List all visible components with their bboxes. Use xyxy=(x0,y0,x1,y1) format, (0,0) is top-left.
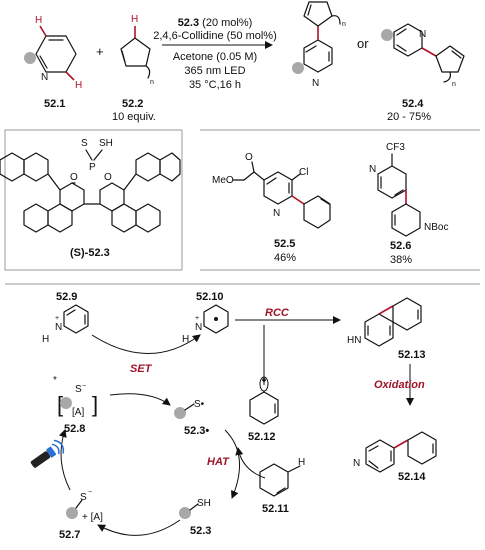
label-52-10: 52.10 xyxy=(196,291,224,303)
charge-minus: − xyxy=(88,489,92,496)
label-52-11: 52.11 xyxy=(262,503,289,515)
substituent-label: MeO xyxy=(212,175,234,186)
condition-solvent: Acetone (0.05 M) xyxy=(173,51,257,63)
atom-H: H xyxy=(75,80,82,91)
atom-H: H xyxy=(42,334,49,345)
cycle-arrow xyxy=(97,519,181,536)
atom-A: [A] xyxy=(72,407,84,418)
cycle-arrow xyxy=(109,393,171,406)
led-flashlight-icon xyxy=(30,439,65,468)
substituent-dot xyxy=(381,29,393,41)
catalyst-box xyxy=(4,129,183,271)
condition-temperature: 35 °C,16 h xyxy=(189,79,241,91)
atom-N: N xyxy=(273,208,280,219)
example-52-5: MeO O Cl N 52.5 46% xyxy=(212,152,331,264)
reaction-conditions: 52.3 (20 mol%) 2,4,6-Collidine (50 mol%)… xyxy=(153,17,277,91)
bracket: ] xyxy=(92,392,98,417)
label-52-7: 52.7 xyxy=(59,529,80,541)
catalyst-structure: S SH P O O (S)-52.3 xyxy=(0,138,181,259)
hat-arrow xyxy=(235,447,266,479)
or-text: or xyxy=(357,36,369,51)
condition-catalyst: 52.3 (20 mol%) xyxy=(178,17,253,29)
label-52-13: 52.13 xyxy=(398,349,426,361)
compound-label-52-1: 52.1 xyxy=(44,98,65,110)
atom-S: S xyxy=(80,492,87,503)
charge-plus: + xyxy=(55,315,59,322)
label-52-12: 52.12 xyxy=(248,431,276,443)
label-52-14: 52.14 xyxy=(398,471,426,483)
substituent-label: NBoc xyxy=(424,222,448,233)
yield-range: 20 - 75% xyxy=(387,111,431,123)
additive: + [A] xyxy=(82,512,103,523)
bracket: [ xyxy=(57,392,63,417)
cycle-arrow xyxy=(224,429,241,499)
compound-label-52-5: 52.5 xyxy=(274,238,295,250)
step-rcc: RCC xyxy=(265,307,290,319)
label-52-3-radical: 52.3• xyxy=(184,425,209,437)
condition-light: 365 nm LED xyxy=(184,65,245,77)
atom-H: H xyxy=(298,457,305,468)
atom-H: H xyxy=(35,15,42,26)
atom-N: N xyxy=(419,29,426,40)
substrate-52-2: H n 52.2 10 equiv. xyxy=(112,14,156,123)
atom-O: O xyxy=(104,172,112,183)
atom-SH: SH xyxy=(197,498,211,509)
atom-S: S xyxy=(75,384,82,395)
label-52-9: 52.9 xyxy=(56,291,77,303)
atom-H: H xyxy=(131,14,138,25)
substrate-52-1: H H N 52.1 xyxy=(24,15,82,110)
step-hat: HAT xyxy=(207,456,230,468)
atom-N: N xyxy=(55,322,62,333)
cycle-arrow xyxy=(58,429,71,491)
atom-H: H xyxy=(182,334,189,345)
atom-S-radical: S• xyxy=(194,399,205,410)
atom-SH: SH xyxy=(99,138,113,149)
atom-O: O xyxy=(245,152,253,163)
substituent-label: CF3 xyxy=(386,142,405,153)
atom-N: N xyxy=(353,458,360,469)
step-set: SET xyxy=(130,363,153,375)
atom-N: N xyxy=(369,164,376,175)
substituent-dot xyxy=(24,52,36,64)
compound-label-52-6: 52.6 xyxy=(390,240,411,252)
label-52-3: 52.3 xyxy=(190,525,211,537)
atom-HN: HN xyxy=(347,335,361,346)
step-oxidation: Oxidation xyxy=(374,379,425,391)
catalyst-dot xyxy=(60,397,72,409)
atom-S: S xyxy=(81,138,88,149)
yield-52-6: 38% xyxy=(390,254,412,266)
atom-N: N xyxy=(312,78,319,89)
equivalents-text: 10 equiv. xyxy=(112,111,156,123)
compound-label-52-2: 52.2 xyxy=(122,98,143,110)
example-52-6: CF3 N NBoc 52.6 38% xyxy=(369,142,448,266)
yield-52-5: 46% xyxy=(274,252,296,264)
substituent-label: Cl xyxy=(299,167,308,178)
charge-plus: + xyxy=(195,315,199,322)
compound-label-52-4: 52.4 xyxy=(402,98,424,110)
ring-size-n: n xyxy=(342,21,346,28)
catalyst-label: (S)-52.3 xyxy=(70,247,110,259)
atom-N: N xyxy=(195,322,202,333)
reaction-scheme: H H N 52.1 + H n 52.2 10 equiv. 52.3 (20… xyxy=(24,1,465,123)
ring-size-n: n xyxy=(452,81,456,88)
condition-base: 2,4,6-Collidine (50 mol%) xyxy=(153,30,277,42)
atom-P: P xyxy=(89,162,96,173)
substituent-dot xyxy=(292,62,304,74)
set-arrow xyxy=(91,334,201,354)
charge-minus: − xyxy=(82,383,86,390)
label-52-8: 52.8 xyxy=(64,423,85,435)
catalyst-dot xyxy=(179,507,191,519)
product-c2: n N 52.4 20 - 75% xyxy=(381,23,465,123)
ring-size-n: n xyxy=(150,79,154,86)
atom-O: O xyxy=(70,172,78,183)
product-c4: n N xyxy=(292,1,346,89)
excited-star: * xyxy=(53,375,57,386)
catalyst-dot xyxy=(66,507,78,519)
plus-sign: + xyxy=(96,44,104,59)
catalyst-dot xyxy=(174,407,186,419)
atom-N: N xyxy=(41,72,48,83)
mechanism: 52.9 N H + 52.10 N H + SET RCC HN 52.13 … xyxy=(30,291,437,541)
